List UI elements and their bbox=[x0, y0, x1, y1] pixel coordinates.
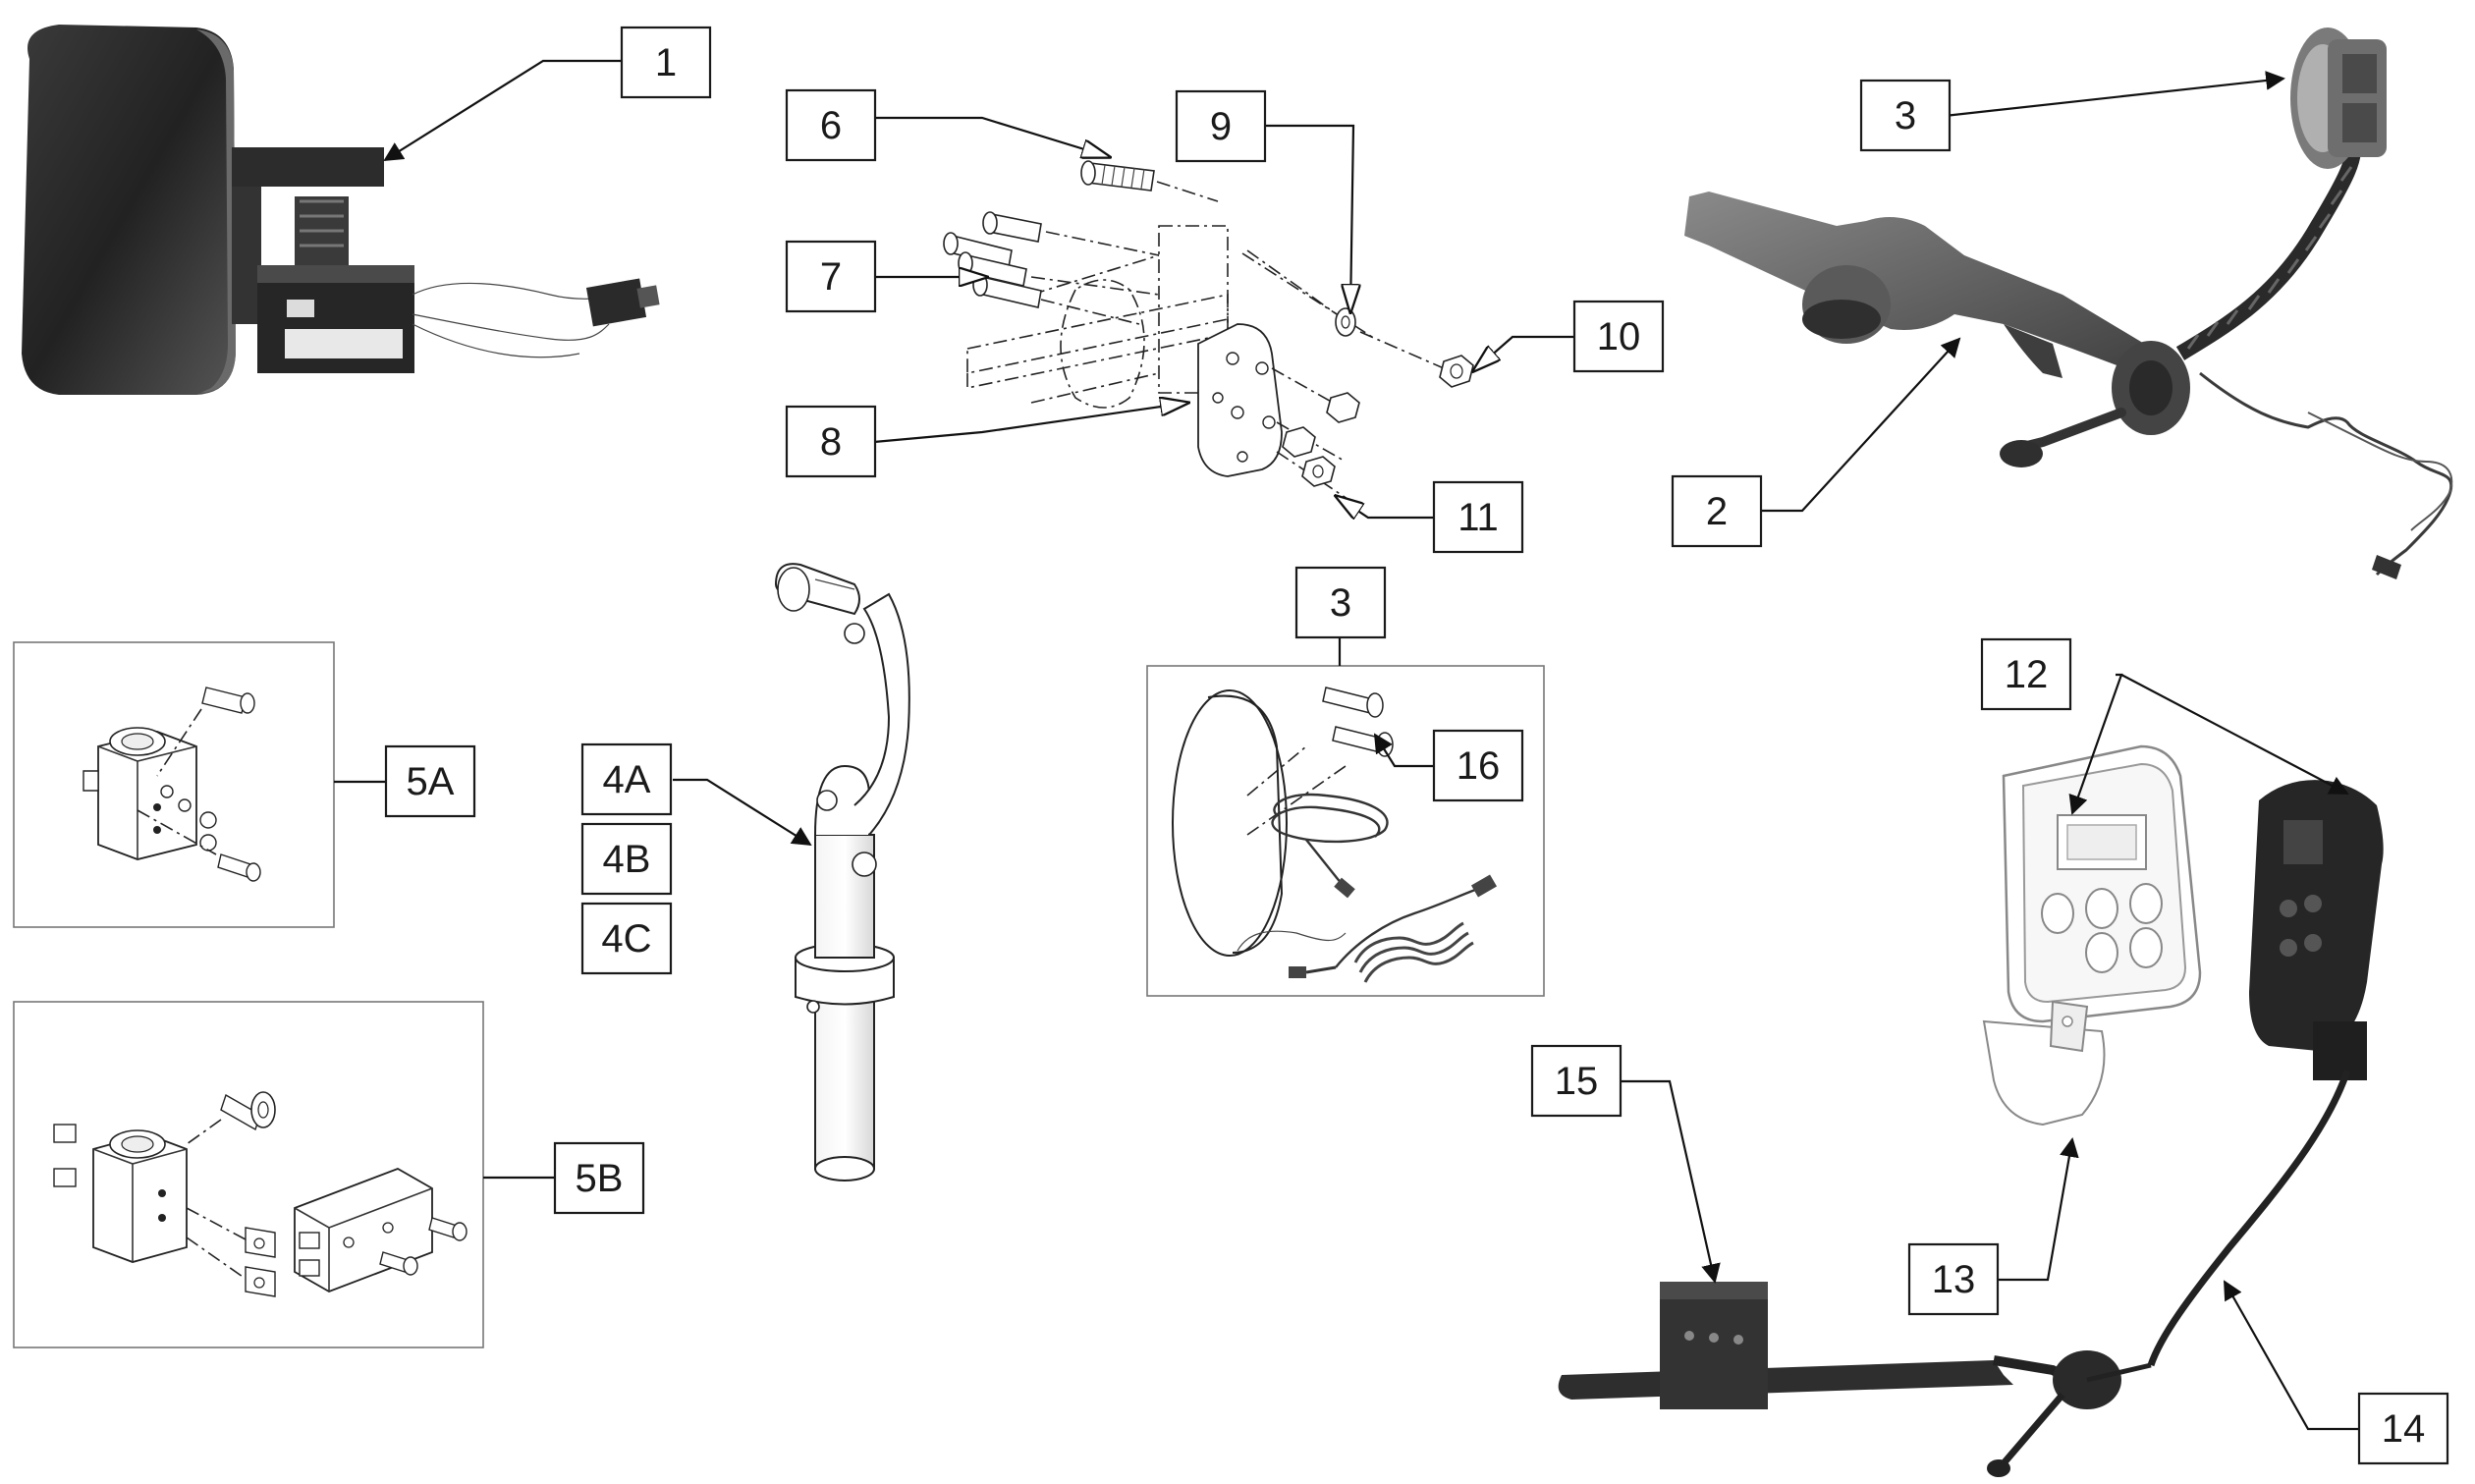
callout-5a: 5A bbox=[384, 744, 476, 818]
nuts-11 bbox=[1282, 392, 1360, 487]
callout-5b-text: 5B bbox=[576, 1157, 624, 1200]
round-switch-pad-3 bbox=[2290, 27, 2387, 169]
callout-3-box-text: 3 bbox=[1330, 581, 1351, 625]
exploded-mount-bracket bbox=[943, 160, 1474, 502]
dark-display-unit bbox=[2147, 780, 2384, 1367]
callout-4a-text: 4A bbox=[603, 758, 651, 801]
callout-4a: 4A bbox=[580, 742, 673, 816]
callout-10-text: 10 bbox=[1597, 315, 1641, 358]
callout-14: 14 bbox=[2357, 1392, 2449, 1465]
screw-6 bbox=[1080, 160, 1219, 202]
callout-9: 9 bbox=[1175, 89, 1267, 163]
callout-13-text: 13 bbox=[1932, 1258, 1976, 1301]
callout-5b: 5B bbox=[553, 1141, 645, 1215]
callout-1-text: 1 bbox=[655, 41, 677, 84]
callout-10: 10 bbox=[1572, 300, 1665, 373]
nut-10 bbox=[1439, 355, 1474, 388]
callout-7-text: 7 bbox=[820, 255, 842, 299]
callout-7: 7 bbox=[785, 240, 877, 313]
bracket-13 bbox=[1982, 1000, 2106, 1127]
headrest-switch-assembly bbox=[22, 25, 660, 395]
callout-3-top: 3 bbox=[1859, 79, 1952, 152]
callout-15-text: 15 bbox=[1555, 1060, 1599, 1103]
leader-lines bbox=[334, 59, 2359, 1431]
callout-8-text: 8 bbox=[820, 420, 842, 464]
callout-12-text: 12 bbox=[2005, 653, 2049, 696]
callout-2-text: 2 bbox=[1706, 490, 1728, 533]
callout-13: 13 bbox=[1907, 1242, 2000, 1316]
callout-16: 16 bbox=[1432, 729, 1524, 802]
callout-6-text: 6 bbox=[820, 104, 842, 147]
callout-4c-text: 4C bbox=[601, 917, 651, 961]
callout-15: 15 bbox=[1530, 1044, 1622, 1118]
panel-3 bbox=[1146, 665, 1545, 997]
callout-4c: 4C bbox=[580, 902, 673, 975]
callout-11: 11 bbox=[1432, 480, 1524, 554]
callout-1: 1 bbox=[620, 26, 712, 99]
callout-16-text: 16 bbox=[1457, 744, 1501, 788]
clamp-plate-5b bbox=[53, 1091, 468, 1297]
callout-6: 6 bbox=[785, 88, 877, 162]
callout-9-text: 9 bbox=[1210, 105, 1232, 148]
screws-7 bbox=[943, 211, 1160, 325]
washer-9 bbox=[1335, 307, 1445, 369]
callout-8: 8 bbox=[785, 405, 877, 478]
mount-plate-8 bbox=[1197, 249, 1376, 502]
callout-4b: 4B bbox=[580, 822, 673, 896]
callout-2: 2 bbox=[1671, 474, 1763, 548]
clamp-5a bbox=[82, 687, 261, 882]
callout-14-text: 14 bbox=[2382, 1407, 2426, 1451]
callout-3-top-text: 3 bbox=[1895, 94, 1916, 137]
swing-away-arm-assembly bbox=[1684, 27, 2453, 579]
callout-12: 12 bbox=[1980, 637, 2072, 711]
panel-5b bbox=[13, 1001, 484, 1348]
display-module-12 bbox=[2002, 744, 2202, 1023]
callout-11-text: 11 bbox=[1458, 496, 1499, 539]
mounting-post-4 bbox=[774, 563, 910, 1182]
callout-4b-text: 4B bbox=[603, 838, 651, 881]
panel-5a bbox=[13, 641, 335, 928]
callout-3-box: 3 bbox=[1294, 566, 1387, 639]
callout-5a-text: 5A bbox=[407, 760, 455, 803]
control-rod-15 bbox=[1558, 1282, 2152, 1477]
